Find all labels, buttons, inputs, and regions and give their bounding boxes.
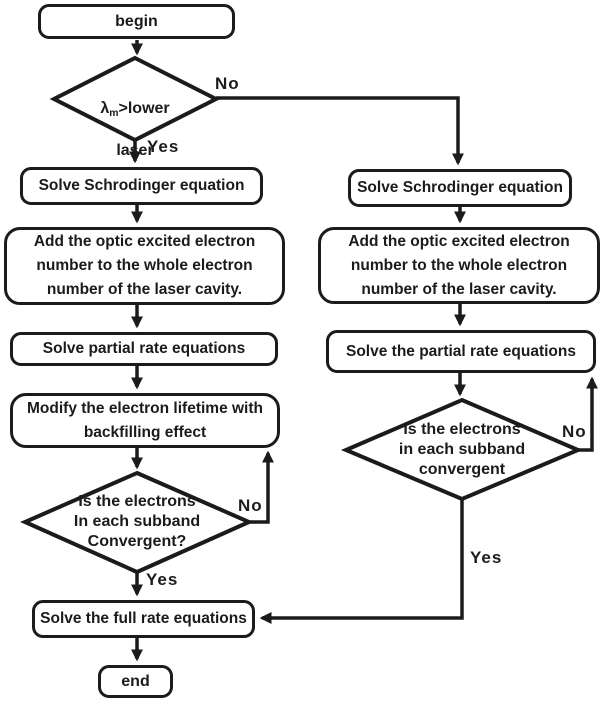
node-add-optic-right: Add the optic excited electron number to… xyxy=(318,227,600,304)
node-solve-partial-left: Solve partial rate equations xyxy=(10,332,278,366)
node-solve-full-rate: Solve the full rate equations xyxy=(32,600,255,638)
edge-label-convergent-yes-left: Yes xyxy=(146,570,179,589)
decision-wavelength-label: λm>lower laser xyxy=(74,79,196,181)
node-add-optic-left: Add the optic excited electron number to… xyxy=(4,227,285,305)
edge-label-wavelength-no: No xyxy=(215,74,240,93)
decision-convergent-right-label: Is the electrons in each subband converg… xyxy=(398,421,526,478)
decision-wavelength-shape xyxy=(49,55,221,143)
node-solve-partial-right: Solve the partial rate equations xyxy=(326,330,596,373)
lambda-subscript: m xyxy=(109,108,119,119)
edge-label-convergent-no-left: No xyxy=(238,496,263,515)
edge-convergent-no-left xyxy=(249,450,274,524)
edge-wavelength-no xyxy=(216,96,464,166)
edge-convergent-yes-right xyxy=(259,499,464,624)
decision-convergent-right-shape xyxy=(340,397,584,502)
edge-label-convergent-yes-right: Yes xyxy=(470,548,503,567)
decision-convergent-left-shape xyxy=(20,470,254,575)
edge-label-wavelength-yes: Yes xyxy=(147,137,180,156)
node-begin: begin xyxy=(38,4,235,39)
node-solve-schrodinger-right: Solve Schrodinger equation xyxy=(348,169,572,207)
node-end: end xyxy=(98,665,173,698)
decision-convergent-left-label: Is the electrons In each subband Converg… xyxy=(73,493,201,550)
node-modify-lifetime: Modify the electron lifetime with backfi… xyxy=(10,393,280,448)
edge-label-convergent-no-right: No xyxy=(562,422,587,441)
wavelength-condition-line2: laser xyxy=(116,142,154,159)
lambda-symbol: λ xyxy=(100,100,110,117)
wavelength-condition: >lower xyxy=(118,100,170,117)
node-solve-schrodinger-left: Solve Schrodinger equation xyxy=(20,167,263,205)
